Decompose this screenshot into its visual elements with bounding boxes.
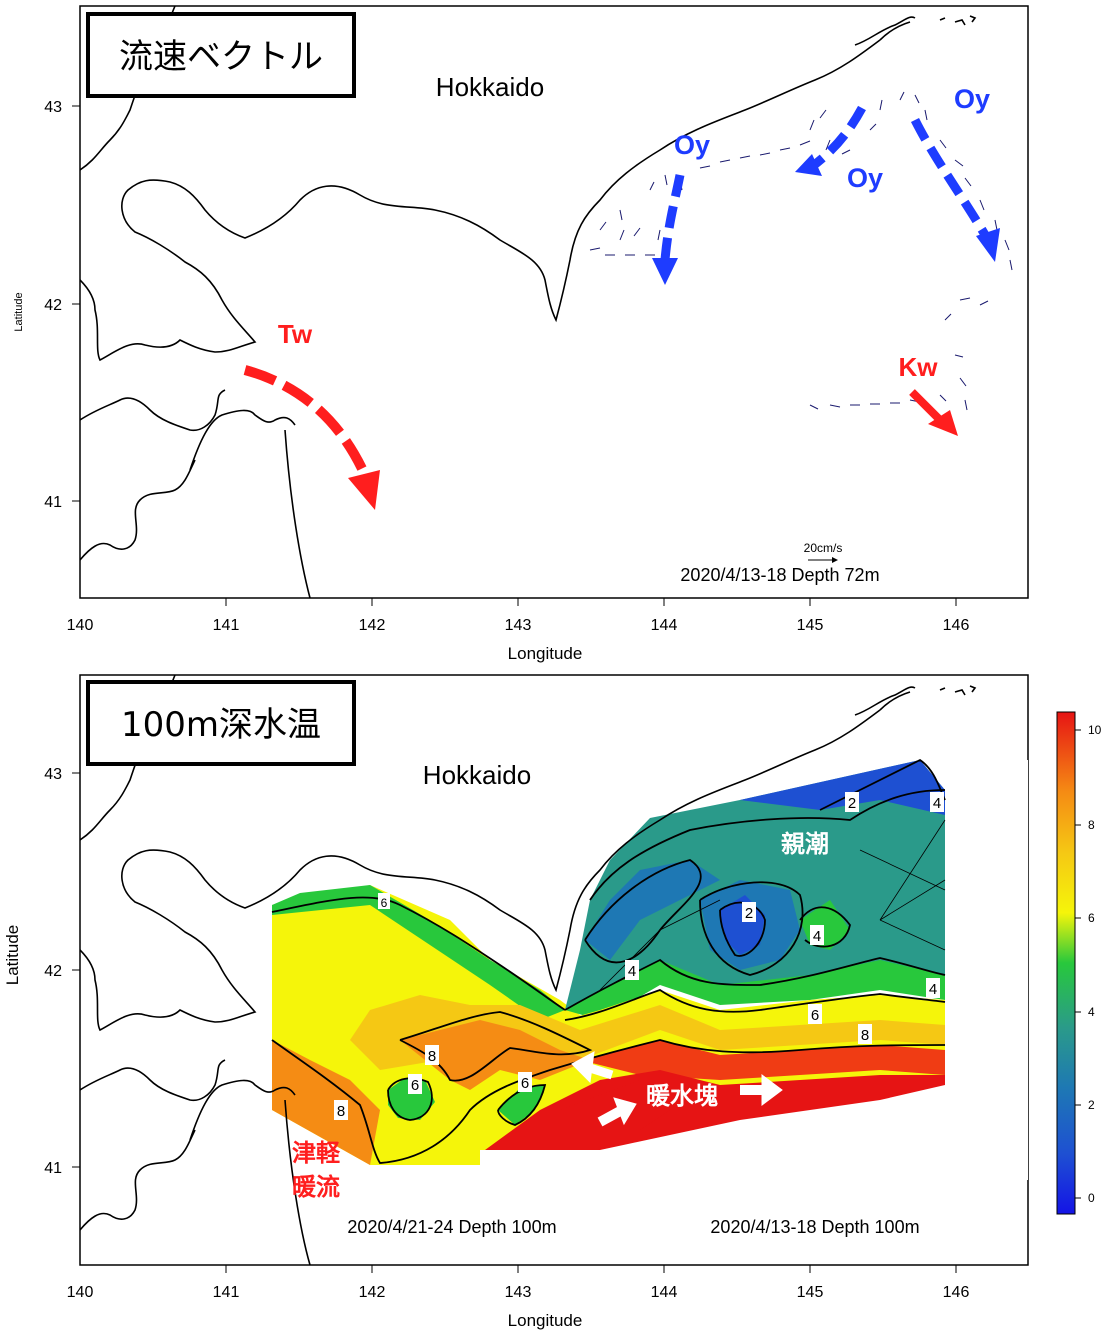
oyashio-current-arrows xyxy=(660,105,992,261)
bottom-x-tick: 143 xyxy=(505,1284,532,1301)
oy-label-1: Oy xyxy=(674,130,710,160)
bottom-panel: 2 4 2 4 4 4 6 8 6 6 8 8 6 100m深水温 Hokkai… xyxy=(3,674,1029,1330)
bottom-y-axis: 41 42 43 xyxy=(44,766,62,1177)
top-x-tick: 141 xyxy=(213,617,240,634)
warm-eddy-label: 暖水塊 xyxy=(646,1082,718,1110)
colorbar: 10 8 6 4 2 0 xyxy=(1056,711,1102,1215)
top-plot-frame xyxy=(79,5,1029,599)
scale-label: 20cm/s xyxy=(804,541,843,555)
bottom-x-tick: 142 xyxy=(359,1284,386,1301)
kw-label: Kw xyxy=(899,352,939,382)
top-title-box xyxy=(86,12,356,98)
contour-label: 6 xyxy=(811,1007,819,1024)
colorbar-tick: 0 xyxy=(1088,1191,1095,1205)
top-vector-field xyxy=(589,91,1013,411)
bottom-y-tick: 42 xyxy=(44,963,62,980)
bottom-date-left: 2020/4/21-24 Depth 100m xyxy=(347,1217,556,1237)
contour-label: 4 xyxy=(813,928,821,945)
top-y-axis-label: Latitude xyxy=(13,292,25,331)
kw-arrowhead xyxy=(928,410,958,436)
contour-label: 4 xyxy=(628,963,636,980)
oy-arrowhead-2 xyxy=(795,154,822,176)
contour-label: 6 xyxy=(521,1075,529,1092)
top-y-tick: 43 xyxy=(44,99,62,116)
top-x-axis-label: Longitude xyxy=(508,644,583,663)
top-x-tick: 144 xyxy=(651,617,678,634)
top-date-label: 2020/4/13-18 Depth 72m xyxy=(680,565,879,585)
bottom-x-tick: 141 xyxy=(213,1284,240,1301)
top-title: 流速ベクトル xyxy=(119,37,323,77)
top-x-tick: 142 xyxy=(359,617,386,634)
oy-arrowhead-1 xyxy=(652,258,678,285)
top-y-tick: 42 xyxy=(44,297,62,314)
contour-label: 4 xyxy=(933,795,941,812)
oy-label-3: Oy xyxy=(954,84,990,114)
colorbar-tick: 10 xyxy=(1088,723,1102,737)
bottom-y-axis-label: Latitude xyxy=(3,925,22,986)
bottom-x-tick: 146 xyxy=(943,1284,970,1301)
colorbar-tick: 8 xyxy=(1088,818,1095,832)
top-x-tick: 146 xyxy=(943,617,970,634)
bottom-coastline xyxy=(80,675,977,1265)
bottom-title-box xyxy=(86,680,356,766)
contour-label: 2 xyxy=(745,905,753,922)
bottom-date-right: 2020/4/13-18 Depth 100m xyxy=(710,1217,919,1237)
colorbar-tick: 4 xyxy=(1088,1005,1095,1019)
bottom-region-label: Hokkaido xyxy=(423,760,531,790)
top-x-tick: 145 xyxy=(797,617,824,634)
colorbar-gradient xyxy=(1056,711,1076,1215)
bottom-title: 100m深水温 xyxy=(121,705,321,745)
bottom-x-tick: 144 xyxy=(651,1284,678,1301)
tsugaru-label-2: 暖流 xyxy=(292,1173,340,1201)
top-panel: 流速ベクトル Hokkaido Oy Oy Oy Tw Kw 20cm/s 20… xyxy=(13,5,1029,663)
contour-labels: 2 4 2 4 4 4 6 8 6 6 8 8 6 xyxy=(334,792,944,1120)
colorbar-tick: 6 xyxy=(1088,911,1095,925)
oy-arrowhead-3 xyxy=(976,228,1000,262)
oy-label-2: Oy xyxy=(847,163,883,193)
top-x-tick: 140 xyxy=(67,617,94,634)
bottom-y-tick: 43 xyxy=(44,766,62,783)
top-x-axis: 140 141 142 143 144 145 146 xyxy=(67,617,970,634)
bottom-x-tick: 145 xyxy=(797,1284,824,1301)
contour-label: 8 xyxy=(428,1048,436,1065)
top-y-axis: 41 42 43 xyxy=(44,99,62,511)
tsugaru-warm-arrow xyxy=(243,365,370,478)
bottom-x-tick: 140 xyxy=(67,1284,94,1301)
contour-label: 4 xyxy=(929,981,937,998)
contour-label: 8 xyxy=(337,1103,345,1120)
tw-arrowhead xyxy=(348,470,380,510)
top-y-tick: 41 xyxy=(44,494,62,511)
oyashio-label: 親潮 xyxy=(781,830,829,858)
warm-eddy-arrows xyxy=(571,1051,783,1127)
kuroshio-warm-arrow xyxy=(909,389,943,423)
contour-label: 8 xyxy=(861,1027,869,1044)
contour-label: 6 xyxy=(381,896,388,910)
bottom-x-axis: 140 141 142 143 144 145 146 xyxy=(67,1284,970,1301)
bottom-y-tick: 41 xyxy=(44,1160,62,1177)
colorbar-tick: 2 xyxy=(1088,1098,1095,1112)
contour-label: 6 xyxy=(411,1077,419,1094)
bottom-x-axis-label: Longitude xyxy=(508,1311,583,1330)
contour-label: 2 xyxy=(848,795,856,812)
top-region-label: Hokkaido xyxy=(436,72,544,102)
tw-label: Tw xyxy=(278,319,313,349)
top-x-tick: 143 xyxy=(505,617,532,634)
tsugaru-label-1: 津軽 xyxy=(292,1139,341,1167)
